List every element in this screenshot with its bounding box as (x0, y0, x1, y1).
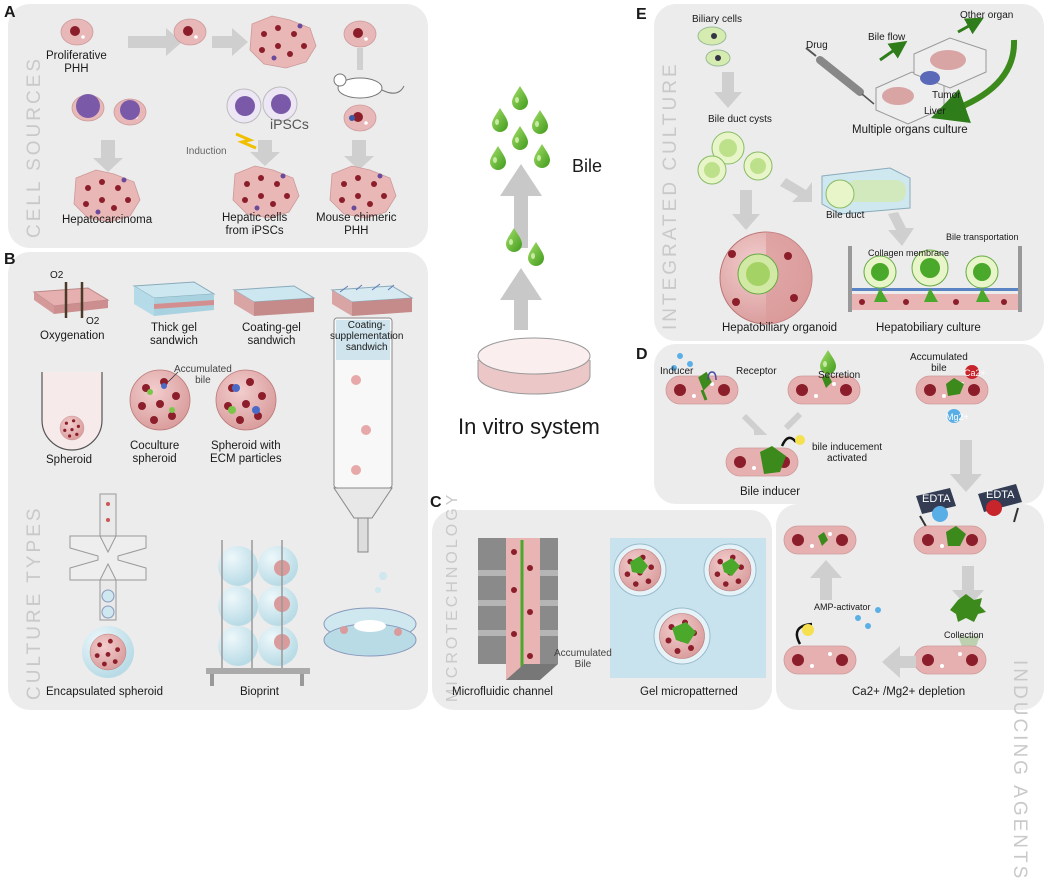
label-o2-top: O2 (50, 270, 64, 281)
label-bile: Bile (572, 156, 603, 176)
label-coculture-spheroid: Coculture spheroid (130, 440, 180, 465)
panel-e-art (697, 17, 1022, 325)
panel-b-letter: B (4, 251, 16, 268)
panel-b-art (32, 281, 417, 686)
label-accumulated-bile-d: Accumulated bile (910, 352, 968, 374)
label-bile-duct: Bile duct (826, 210, 865, 221)
label-secretion: Secretion (818, 370, 861, 381)
label-ca-ion: Ca2+ (964, 368, 986, 378)
label-multiple-organs: Multiple organs culture (852, 124, 968, 136)
label-thick-gel-sandwich: Thick gel sandwich (150, 322, 198, 347)
label-proliferative-phh: Proliferative PHH (46, 50, 107, 75)
label-bile-transportation: Bile transportation (946, 232, 1019, 242)
label-hepatocarcinoma: Hepatocarcinoma (62, 214, 153, 226)
label-bile-flow: Bile flow (868, 32, 906, 43)
panel-a-art (60, 15, 405, 223)
panel-d-art (665, 350, 1022, 678)
label-ipscs: iPSCs (270, 116, 309, 132)
panel-e-letter: E (636, 6, 647, 23)
panel-c-letter: C (430, 494, 442, 511)
label-ca-mg-depletion: Ca2+ /Mg2+ depletion (852, 686, 966, 698)
label-biliary-cells: Biliary cells (692, 14, 743, 25)
label-inducer: Inducer (660, 366, 694, 377)
label-coating-supplementation: Coating- supplementation sandwich (330, 320, 404, 353)
label-other-organ: Other organ (960, 10, 1014, 21)
label-collection: Collection (944, 630, 984, 640)
label-encapsulated-spheroid: Encapsulated spheroid (46, 686, 163, 698)
panel-d-letter: D (636, 346, 648, 363)
label-coating-gel-sandwich: Coating-gel sandwich (242, 322, 301, 347)
label-tumor: Tumor (932, 90, 961, 101)
label-bile-inducement: bile inducement activated (812, 442, 883, 464)
label-accumulated-bile-c: Accumulated Bile (554, 648, 612, 670)
label-receptor: Receptor (736, 366, 777, 377)
label-edta-left: EDTA (922, 493, 951, 505)
label-in-vitro-system: In vitro system (458, 414, 600, 439)
label-mouse-chimeric-phh: Mouse chimeric PHH (316, 212, 397, 237)
illustration-layer (32, 15, 1022, 686)
label-microfluidic-channel: Microfluidic channel (452, 686, 553, 698)
label-spheroid-ecm: Spheroid with ECM particles (210, 440, 282, 465)
label-hepatobiliary-culture: Hepatobiliary culture (876, 322, 981, 334)
label-spheroid: Spheroid (46, 454, 93, 466)
label-oxygenation: Oxygenation (40, 330, 105, 342)
label-amp-activator: AMP-activator (814, 602, 871, 612)
label-gel-micropatterned: Gel micropatterned (640, 686, 738, 698)
label-induction: Induction (186, 146, 227, 157)
label-hepatic-cells-ipscs: Hepatic cells from iPSCs (222, 212, 288, 237)
label-edta-right: EDTA (986, 489, 1015, 501)
panel-a-letter: A (4, 4, 16, 21)
label-mg-ion: Mg2+ (946, 412, 969, 422)
label-bile-inducer: Bile inducer (740, 486, 801, 498)
center-art (477, 86, 591, 395)
label-liver: Liver (924, 106, 946, 117)
label-hepatobiliary-organoid: Hepatobiliary organoid (722, 322, 838, 334)
label-drug: Drug (806, 40, 828, 51)
label-collagen-membrane: Collagen membrane (868, 248, 950, 258)
panel-c-art (478, 538, 766, 680)
label-bile-duct-cysts: Bile duct cysts (708, 114, 772, 125)
label-accumulated-bile-b: Accumulated bile (174, 364, 232, 386)
label-bioprint: Bioprint (240, 686, 279, 698)
label-o2-bottom: O2 (86, 316, 100, 327)
